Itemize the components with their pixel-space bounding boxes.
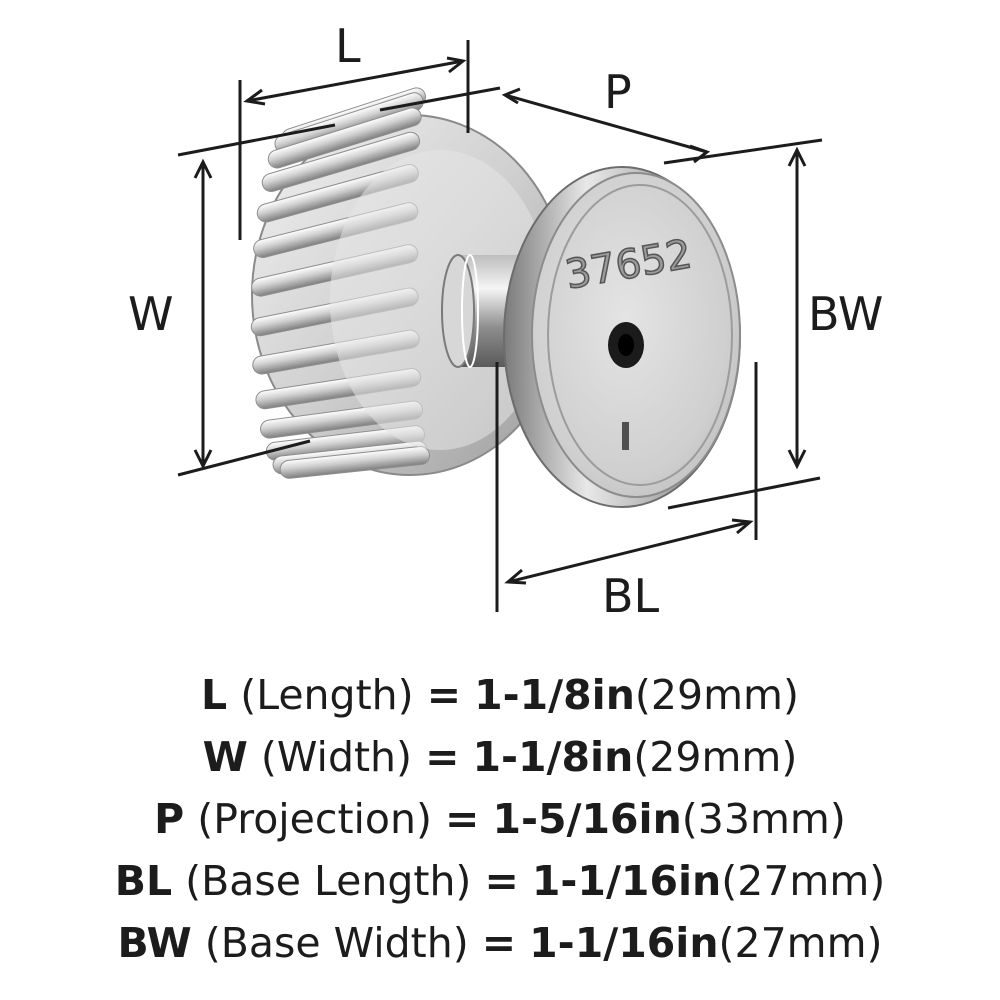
spec-metric: (27mm) (721, 857, 886, 905)
index-mark-icon (622, 422, 629, 450)
spec-row-width: W (Width) = 1-1/8in(29mm) (0, 726, 1000, 788)
spec-name: (Width) (260, 733, 413, 781)
knurl-rib (267, 107, 422, 169)
spec-row-length: L (Length) = 1-1/8in(29mm) (0, 664, 1000, 726)
spec-metric: (33mm) (681, 795, 846, 843)
dimension-label-p: P (604, 65, 632, 119)
spec-imperial: 1-1/16in (529, 919, 719, 967)
spec-equals: = (445, 795, 480, 843)
spec-abbr: L (201, 671, 228, 719)
spec-abbr: W (202, 733, 248, 781)
spec-metric: (29mm) (634, 671, 799, 719)
spec-imperial: 1-5/16in (492, 795, 682, 843)
spec-name: (Projection) (197, 795, 432, 843)
dimension-lines (177, 40, 823, 612)
knob-base: 37652 (503, 166, 741, 508)
knurled-knob-cap (250, 87, 569, 479)
dimension-label-bl: BL (602, 569, 660, 623)
spec-abbr: P (154, 795, 185, 843)
spec-row-projection: P (Projection) = 1-5/16in(33mm) (0, 788, 1000, 850)
spec-name: (Base Width) (204, 919, 469, 967)
spec-equals: = (425, 733, 460, 781)
knurl-rib (279, 445, 431, 479)
spec-name: (Base Length) (185, 857, 472, 905)
spec-imperial: 1-1/16in (531, 857, 722, 905)
spec-equals: = (426, 671, 462, 719)
spec-abbr: BW (117, 919, 192, 967)
spec-imperial: 1-1/8in (474, 671, 635, 719)
spec-metric: (29mm) (633, 733, 798, 781)
dimension-spec-list: L (Length) = 1-1/8in(29mm) W (Width) = 1… (0, 664, 1000, 974)
dimension-label-bw: BW (808, 287, 883, 341)
spec-row-base-width: BW (Base Width) = 1-1/16in(27mm) (0, 912, 1000, 974)
spec-metric: (27mm) (718, 919, 883, 967)
spec-imperial: 1-1/8in (472, 733, 634, 781)
knob-dimension-diagram: 37652 L P W BW (128, 19, 883, 623)
dimension-label-w: W (128, 287, 173, 341)
spec-equals: = (481, 919, 517, 967)
spec-abbr: BL (114, 857, 173, 905)
knurl-rib (261, 131, 421, 192)
spec-equals: = (484, 857, 519, 905)
spec-name: (Length) (240, 671, 414, 719)
dimension-label-l: L (335, 19, 361, 73)
spec-row-base-length: BL (Base Length) = 1-1/16in(27mm) (0, 850, 1000, 912)
